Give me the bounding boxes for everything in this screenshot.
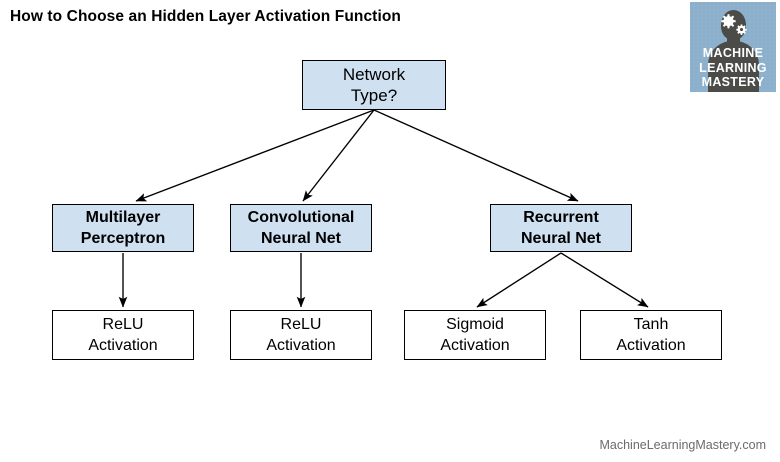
node-relu-activation-cnn-line-2: Activation [266,337,336,354]
edge-rnn-to-sigmoid [476,252,562,308]
logo-text-line-1: MACHINE [702,46,764,60]
node-multilayer-perceptron[interactable]: Multilayer Perceptron [52,204,194,252]
node-multilayer-perceptron-line-2: Perceptron [80,230,166,247]
node-recurrent-neural-net-line-1: Recurrent [523,209,599,226]
node-relu-activation-mlp-line-2: Activation [88,337,158,354]
gear-icon [721,14,736,29]
node-multilayer-perceptron-line-1: Multilayer [85,209,161,226]
page-title: How to Choose an Hidden Layer Activation… [10,8,401,25]
node-tanh-activation-line-1: Tanh [633,316,669,333]
node-sigmoid-activation[interactable]: Sigmoid Activation [404,310,546,360]
node-network-type-line-2: Type? [350,86,398,105]
node-relu-activation-mlp-line-1: ReLU [102,316,144,333]
gear-small-icon [736,24,747,35]
logo-text-line-3: MASTERY [701,75,765,89]
node-convolutional-neural-net[interactable]: Convolutional Neural Net [230,204,372,252]
node-tanh-activation-line-2: Activation [616,337,686,354]
footer-attribution: MachineLearningMastery.com [599,438,766,452]
machine-learning-mastery-logo: MACHINE LEARNING MASTERY [690,2,776,92]
logo-text-line-2: LEARNING [699,60,767,75]
node-sigmoid-activation-line-1: Sigmoid [446,316,504,333]
edge-root-to-cnn [302,109,375,202]
node-relu-activation-cnn-line-1: ReLU [280,316,322,333]
node-network-type-line-1: Network [342,65,406,84]
edge-rnn-to-tanh [560,252,649,308]
edge-root-to-mlp [135,109,375,202]
node-sigmoid-activation-line-2: Activation [440,337,510,354]
edge-root-to-rnn [373,109,579,202]
person-silhouette-icon [708,10,759,92]
node-tanh-activation[interactable]: Tanh Activation [580,310,722,360]
node-relu-activation-mlp[interactable]: ReLU Activation [52,310,194,360]
node-relu-activation-cnn[interactable]: ReLU Activation [230,310,372,360]
logo-text: MACHINE LEARNING MASTERY [690,46,776,90]
node-network-type[interactable]: Network Type? [302,60,446,110]
node-convolutional-neural-net-line-2: Neural Net [260,230,342,247]
node-convolutional-neural-net-line-1: Convolutional [247,209,355,226]
node-recurrent-neural-net-line-2: Neural Net [520,230,602,247]
node-recurrent-neural-net[interactable]: Recurrent Neural Net [490,204,632,252]
